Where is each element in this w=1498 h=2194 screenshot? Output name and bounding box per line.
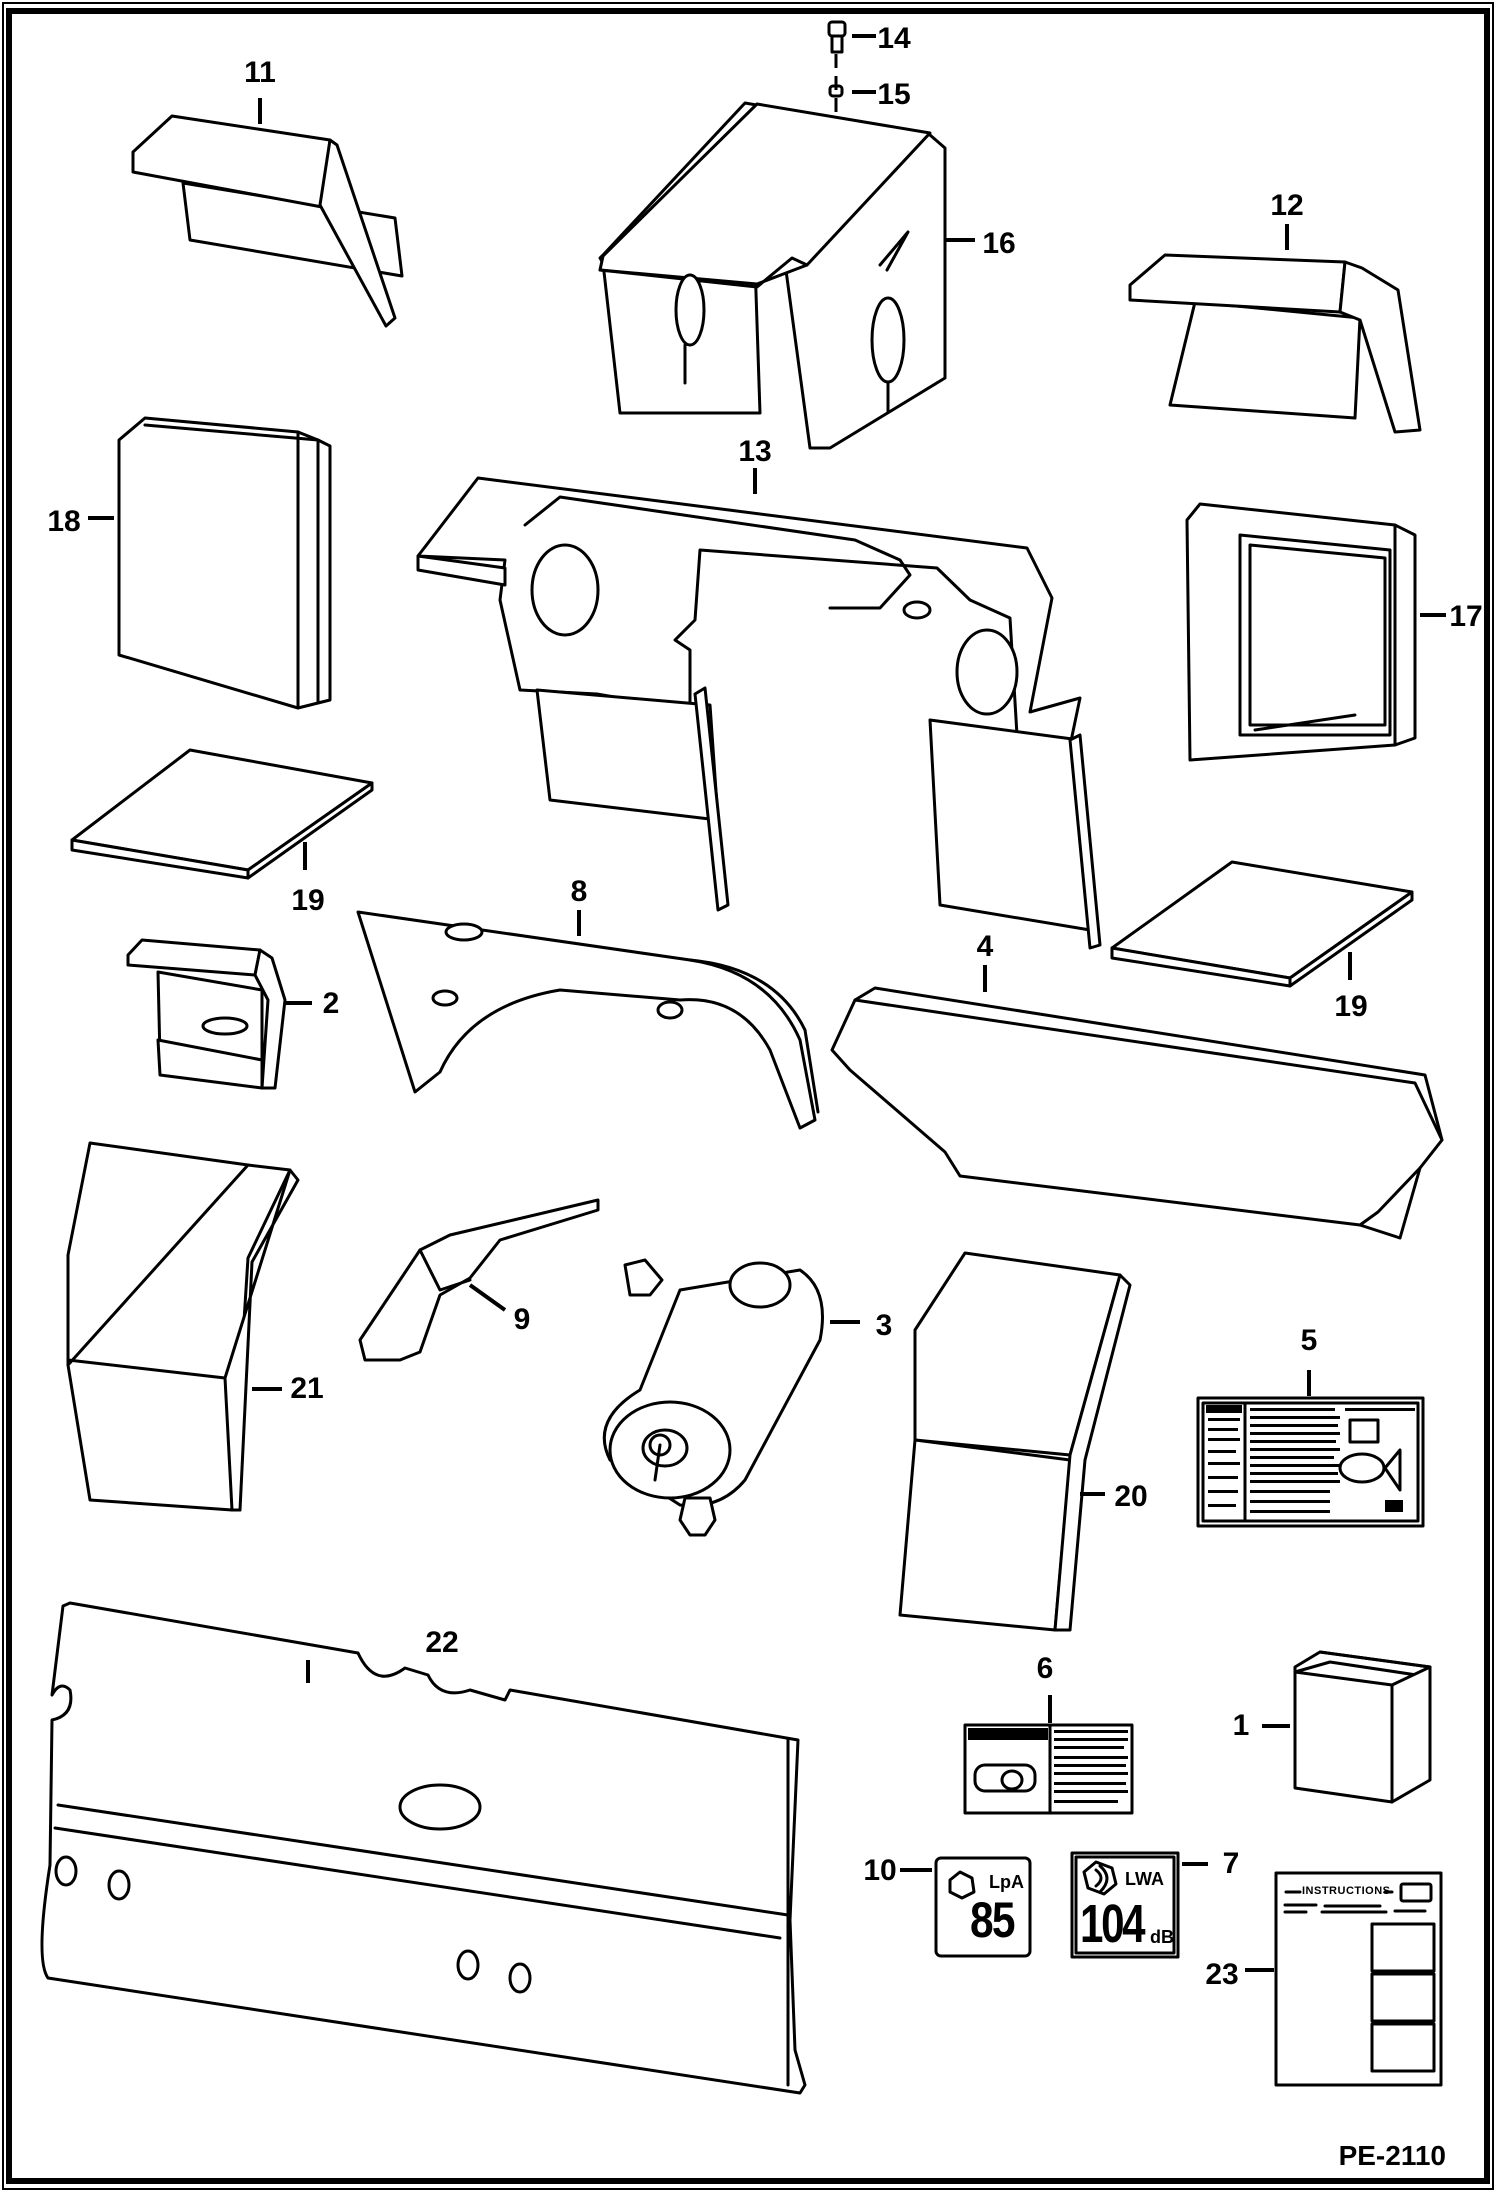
callout-8: 8 (570, 875, 588, 908)
part-13-baffle (416, 468, 1102, 950)
part-18-foam-block (88, 416, 332, 710)
callout-4: 4 (976, 930, 994, 963)
callout-12: 12 (1270, 189, 1304, 222)
part-16-cover (598, 101, 975, 450)
part-9-curved-foam (358, 1198, 600, 1362)
part-2-bracket-foam (126, 938, 312, 1090)
drawing-number: PE-2110 (1338, 2140, 1446, 2171)
decal-10-sound-pressure (900, 1856, 1032, 1958)
callout-23: 23 (1205, 1958, 1239, 1991)
callout-16: 16 (982, 227, 1016, 260)
part-3-muffler (602, 1258, 860, 1537)
part-22-panel (40, 1601, 807, 2095)
callout-13: 13 (738, 435, 772, 468)
callout-7: 7 (1222, 1847, 1240, 1880)
part-1-box (1262, 1650, 1432, 1804)
decal-7-unit: dB (1150, 1927, 1174, 1947)
callout-3: 3 (875, 1309, 893, 1342)
callout-22: 22 (425, 1626, 459, 1659)
decal-23-instructions (1245, 1871, 1443, 2087)
decal-7-symbol: LWA (1125, 1869, 1164, 1889)
decal-6-label (963, 1695, 1134, 1815)
drawing-frame (6, 8, 1490, 2184)
decal-7-value: 104 (1080, 1894, 1146, 1954)
part-4-foam-bar (830, 965, 1444, 1240)
callout-19-right: 19 (1334, 990, 1368, 1023)
callout-20: 20 (1114, 1480, 1148, 1513)
decal-10-symbol: LpA (989, 1872, 1024, 1892)
decal-10-value: 85 (970, 1892, 1016, 1948)
callout-10: 10 (863, 1854, 897, 1887)
part-20-foam-block (898, 1251, 1132, 1632)
callout-9: 9 (513, 1303, 531, 1336)
callout-19-left: 19 (291, 884, 325, 917)
callout-15: 15 (877, 78, 911, 111)
callout-2: 2 (322, 987, 340, 1020)
callout-14: 14 (877, 22, 911, 55)
part-11-foam-block (131, 98, 404, 328)
part-21-foam-block (66, 1141, 300, 1512)
part-8-curved-panel (356, 910, 820, 1130)
callout-18: 18 (47, 505, 81, 538)
decal-23-title: INSTRUCTIONS (1302, 1885, 1391, 1897)
callout-17: 17 (1449, 600, 1483, 633)
callout-6: 6 (1036, 1652, 1054, 1685)
part-19-pad-right (1110, 860, 1414, 988)
part-17-foam-frame (1185, 502, 1446, 762)
part-14-bolt (827, 20, 876, 54)
callout-21: 21 (290, 1372, 324, 1405)
callout-11: 11 (244, 56, 276, 89)
decal-5-text-lines (1208, 1408, 1415, 1513)
callout-1: 1 (1232, 1709, 1250, 1742)
part-12-foam-block (1128, 224, 1422, 434)
decal-5-warning (1196, 1370, 1425, 1528)
callout-5: 5 (1300, 1324, 1318, 1357)
decal-7-sound-power (1070, 1851, 1208, 1959)
part-19-pad-left (70, 748, 374, 880)
decal-6-text-lines (1054, 1730, 1128, 1803)
